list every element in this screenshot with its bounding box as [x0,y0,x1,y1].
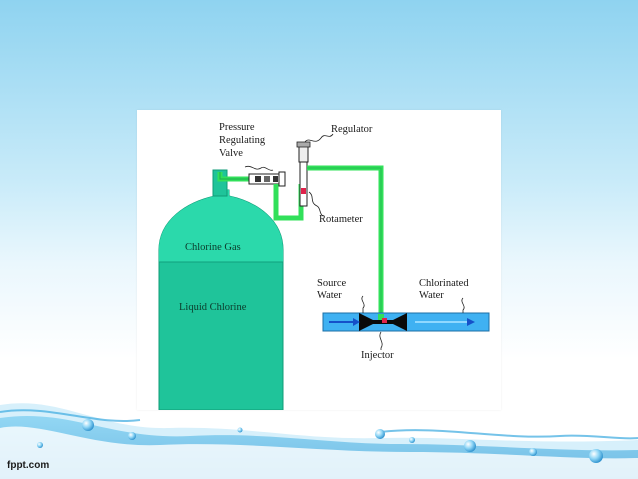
leader-line [361,295,365,313]
wave-icon [379,429,638,440]
rotameter-float [301,188,306,194]
injector-marker [382,318,387,323]
label-pressure-regulating-valve-2: Regulating [219,135,266,146]
water-drop-icon [237,427,243,433]
label-injector: Injector [361,350,394,361]
water-drop-icon [128,432,136,440]
leader-line [308,191,324,217]
flow-arrow-icon [415,318,475,326]
gas-pipe-to-rotameter [273,184,304,221]
label-rotameter: Rotameter [319,214,363,225]
label-chlorine-gas: Chlorine Gas [185,242,241,253]
label-pressure-regulating-valve-3: Valve [219,148,243,159]
regulator-cap [296,141,311,148]
gas-pipe-to-injector [307,165,384,314]
label-source-water-2: Water [317,290,342,301]
rotameter [299,161,308,207]
wave-icon [0,426,638,479]
label-source-water-1: Source [317,278,346,289]
diagram-canvas: Pressure Regulating Valve Regulator Rota… [158,122,490,410]
flow-arrow-icon [329,318,360,326]
gas-pipe-outline [307,167,382,314]
leader-line [461,297,465,313]
label-chlorinated-water-2: Water [419,290,444,301]
leader-line [244,165,274,171]
water-drop-icon [37,442,43,448]
water-drop-icon [589,449,603,463]
injector-gas-inlet [378,314,384,320]
valve-cap [278,171,286,187]
label-liquid-chlorine: Liquid Chlorine [179,302,247,313]
water-drop-icon [409,437,415,443]
water-drop-icon [375,429,385,439]
valve-part [255,176,261,182]
chlorinator-diagram: Pressure Regulating Valve Regulator Rota… [137,110,501,410]
water-drop-icon [82,419,94,431]
regulator [298,145,309,163]
leader-line [379,331,383,350]
label-regulator: Regulator [331,124,373,135]
gas-pipe-outline [219,172,253,180]
label-chlorinated-water-1: Chlorinated [419,278,469,289]
water-drop-icon [529,448,537,456]
leader-line [304,133,334,143]
water-drop-icon [464,440,476,452]
chlorine-gas-zone [159,190,283,262]
brand-watermark: fppt.com [7,460,50,471]
wave-icon [0,409,141,422]
valve-part [264,176,270,182]
valve-part [273,176,278,182]
label-pressure-regulating-valve-1: Pressure [219,122,255,133]
